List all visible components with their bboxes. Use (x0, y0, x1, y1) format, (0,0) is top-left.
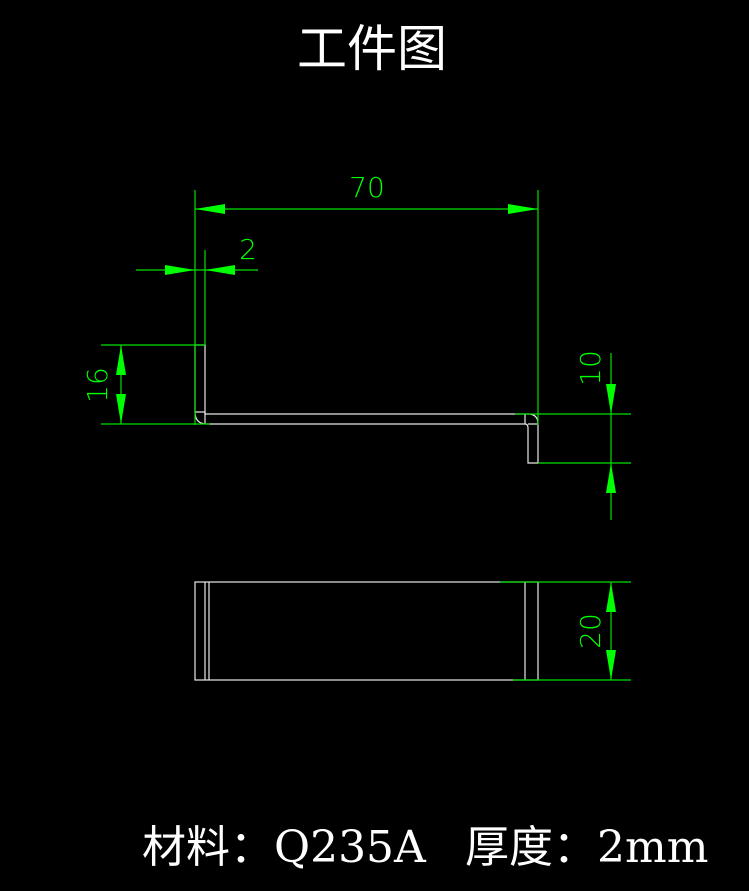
dimension-label-2: 2 (239, 233, 257, 266)
part-bottom-view (194, 581, 539, 681)
dimension-20: 20 (500, 581, 631, 681)
dimension-70: 70 (194, 171, 539, 425)
dimension-10: 10 (515, 350, 631, 520)
dimension-label-20: 20 (574, 613, 607, 649)
dimension-label-70: 70 (349, 171, 385, 204)
dimension-label-10: 10 (574, 350, 607, 386)
dimension-16: 16 (81, 344, 210, 425)
material-label: 材料：Q235A (142, 822, 427, 873)
thickness-label: 厚度：2mm (465, 822, 708, 873)
dimension-2: 2 (136, 233, 258, 345)
part-profile (194, 344, 539, 464)
drawing-title: 工件图 (297, 20, 447, 78)
dimension-label-16: 16 (81, 367, 114, 403)
